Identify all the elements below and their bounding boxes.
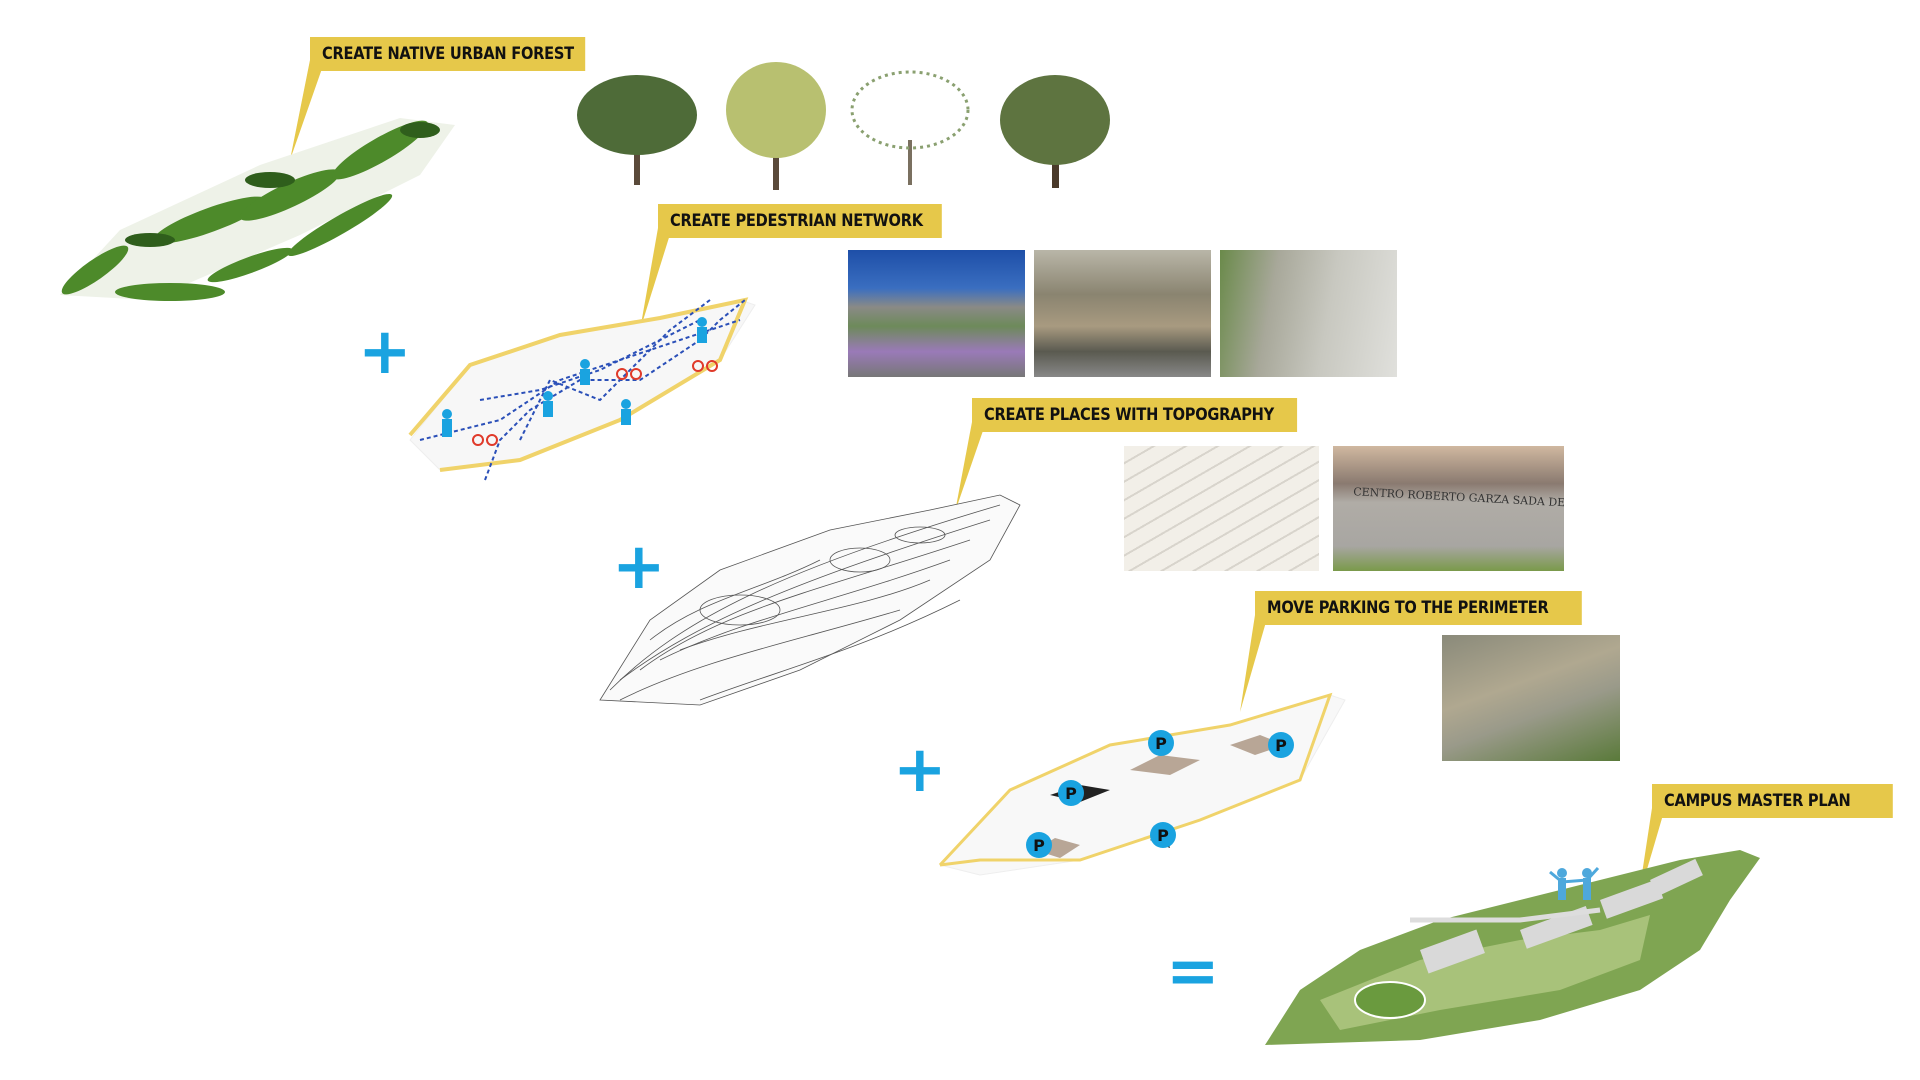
photo-city-view: [1034, 250, 1211, 377]
parking-marker: P: [1150, 822, 1176, 848]
urban-forest-map: [60, 118, 455, 301]
pointer-topography: [955, 422, 986, 512]
campus-master-plan-map: [1265, 850, 1760, 1045]
plus-sign: +: [358, 315, 412, 389]
plus-sign: +: [612, 530, 666, 604]
label-native-urban-forest: CREATE NATIVE URBAN FOREST: [310, 37, 586, 71]
equals-sign: =: [1166, 935, 1220, 1009]
pointer-forest: [290, 60, 325, 160]
tree-4: [1000, 75, 1110, 188]
label-places-topography: CREATE PLACES WITH TOPOGRAPHY: [972, 398, 1298, 432]
label-pedestrian-network: CREATE PEDESTRIAN NETWORK: [658, 204, 942, 238]
parking-plan-map: [938, 692, 1346, 876]
topography-map: [599, 494, 1021, 706]
wall-sign-text: CENTRO ROBERTO GARZA SADA DE ARTE, ARQUI…: [1352, 485, 1564, 520]
label-campus-master-plan: CAMPUS MASTER PLAN: [1652, 784, 1893, 818]
pedestrian-network-map: [408, 297, 756, 481]
tree-2: [726, 62, 826, 190]
tree-3: [850, 70, 970, 185]
plus-sign: +: [893, 733, 947, 807]
parking-marker: P: [1268, 732, 1294, 758]
parking-marker: P: [1058, 780, 1084, 806]
photo-topography-model: [1124, 446, 1319, 571]
photo-parking-lot: [1442, 635, 1620, 761]
photo-walkway-mountains: [848, 250, 1025, 377]
photo-centro-wall: CENTRO ROBERTO GARZA SADA DE ARTE, ARQUI…: [1333, 446, 1564, 571]
photo-students-stairs: [1220, 250, 1397, 377]
tree-1: [577, 75, 697, 185]
parking-marker: P: [1148, 730, 1174, 756]
pointer-parking: [1240, 615, 1268, 712]
native-tree-illustrations: [577, 62, 1110, 190]
pointer-pedestrian: [640, 228, 672, 330]
parking-marker: P: [1026, 832, 1052, 858]
label-parking-perimeter: MOVE PARKING TO THE PERIMETER: [1255, 591, 1582, 625]
